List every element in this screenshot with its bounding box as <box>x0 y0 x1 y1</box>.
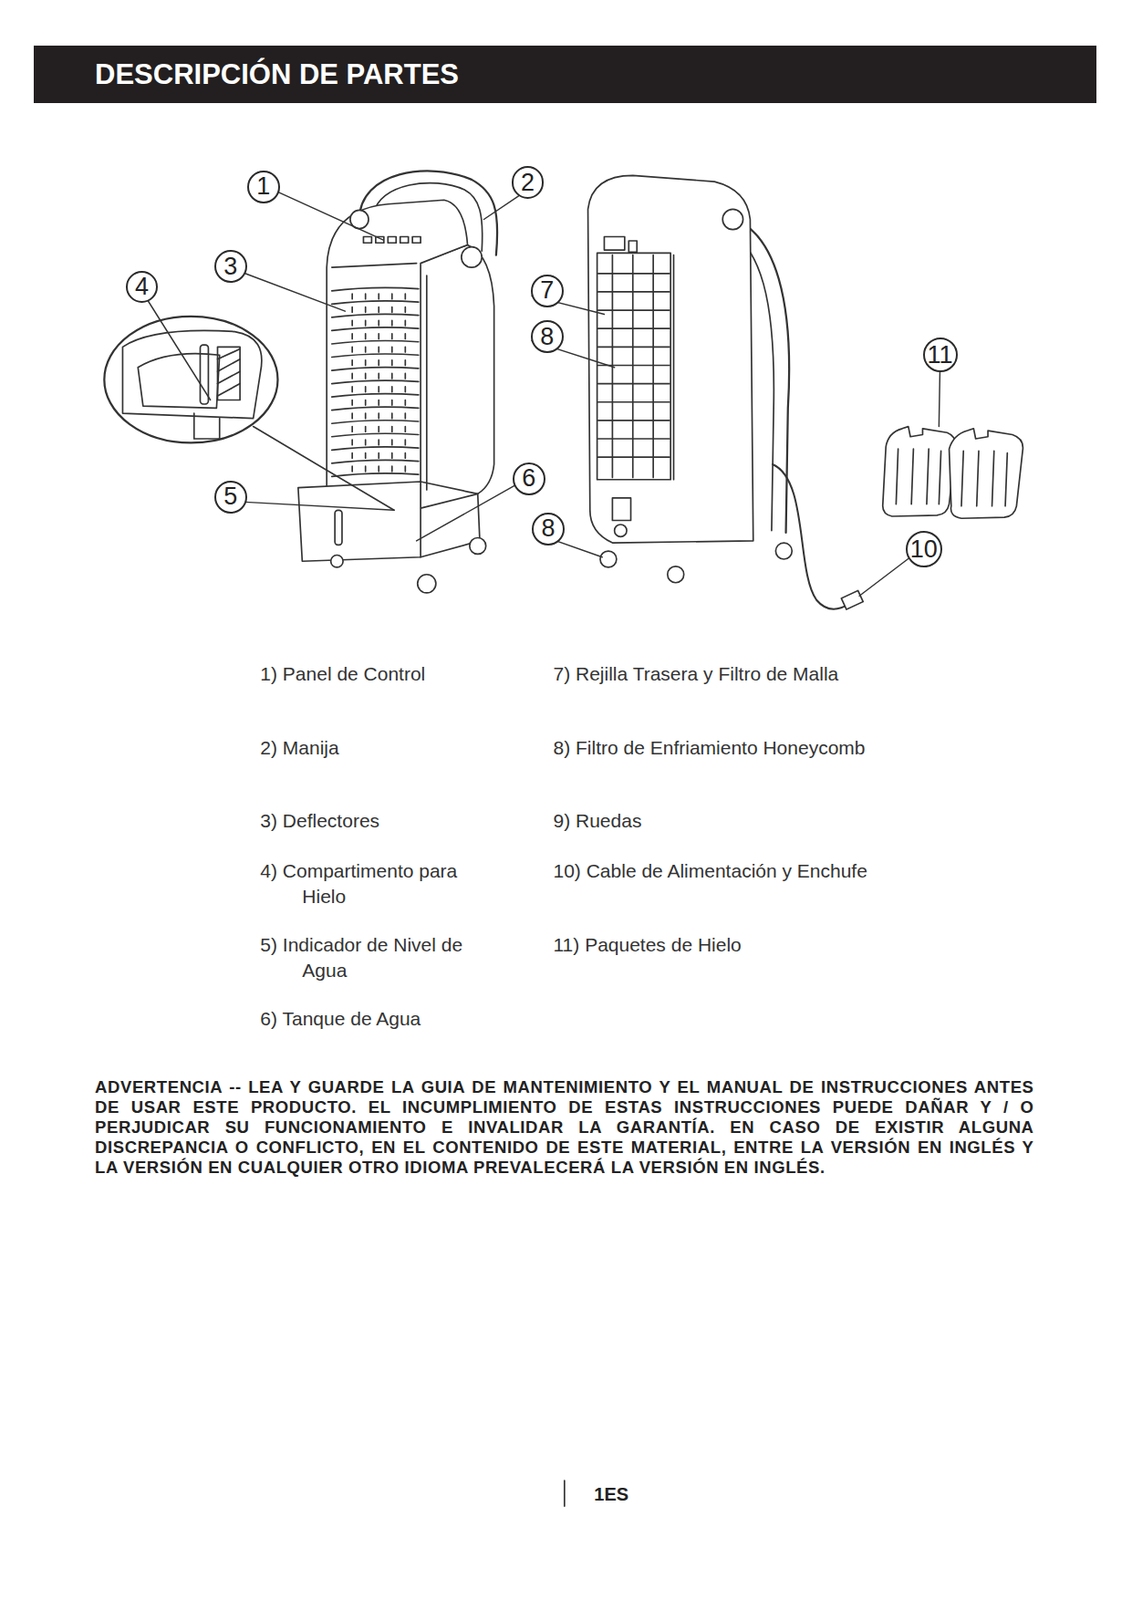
front-unit-shape <box>352 293 406 478</box>
back-unit-shape <box>600 550 617 568</box>
back-unit-shape <box>603 237 624 251</box>
callout-number: 7 <box>540 278 554 303</box>
leader-lines-shape <box>859 557 911 597</box>
front-unit-shape <box>298 481 421 561</box>
ice-compartment-inset <box>103 316 395 511</box>
warning-note: ADVERTENCIA -- LEA Y GUARDE LA GUIA DE M… <box>94 1077 1035 1178</box>
ice-packs-shape <box>895 448 941 504</box>
ice-compartment-inset-shape <box>122 330 261 418</box>
callout-circle: 8 <box>530 320 564 354</box>
ice-compartment-inset-shape <box>103 316 278 444</box>
part-list-item: 7) Rejilla Trasera y Filtro de Malla <box>553 661 870 687</box>
callout-circle: 6 <box>512 462 546 496</box>
callout-number: 3 <box>223 254 238 280</box>
callout-number: 8 <box>540 516 555 541</box>
title-bar: DESCRIPCIÓN DE PARTES <box>33 45 1097 104</box>
leader-lines-shape <box>277 191 383 240</box>
callout-number: 11 <box>927 342 954 368</box>
ice-packs-shape <box>882 426 956 517</box>
back-unit <box>588 175 864 610</box>
leader-lines-shape <box>245 501 395 510</box>
front-unit-shape <box>387 237 396 244</box>
callout-number: 5 <box>223 484 238 509</box>
front-unit-shape <box>425 275 428 490</box>
callout-number: 4 <box>135 274 149 300</box>
part-list-item: 11) Paquetes de Hielo <box>553 932 870 958</box>
ice-compartment-inset-shape <box>253 426 395 511</box>
part-list-item: 4) Compartimento para Hielo <box>259 858 503 910</box>
page-number: 1ES <box>593 1484 629 1506</box>
callout-number: 10 <box>910 537 938 562</box>
back-unit-shape <box>612 498 631 521</box>
back-unit-shape <box>612 255 654 478</box>
callout-number: 8 <box>540 324 554 350</box>
back-unit-shape <box>722 208 743 229</box>
part-list-item: 9) Ruedas <box>553 808 870 834</box>
illustration-shape <box>103 170 1023 1506</box>
ice-packs <box>882 426 1024 520</box>
part-list-item: 10) Cable de Alimentación y Enchufe <box>553 858 870 884</box>
part-list-item: 1) Panel de Control <box>259 661 503 687</box>
title-text: DESCRIPCIÓN DE PARTES <box>33 45 1097 104</box>
back-unit-shape <box>772 464 850 610</box>
back-unit-shape <box>775 542 792 560</box>
callout-number: 1 <box>256 174 271 199</box>
leader-lines-shape <box>416 485 515 541</box>
front-unit-shape <box>469 538 487 555</box>
ice-compartment-inset-shape <box>194 413 220 439</box>
leader-lines-shape <box>245 273 346 312</box>
back-unit-shape <box>588 175 754 543</box>
part-list-item: 3) Deflectores <box>259 808 503 834</box>
callout-circle: 2 <box>511 166 545 199</box>
leader-lines-shape <box>483 196 519 220</box>
back-unit-shape <box>667 566 685 583</box>
callout-circle: 7 <box>530 274 564 308</box>
back-unit-shape <box>597 252 672 479</box>
back-unit-shape <box>628 240 637 252</box>
front-unit-shape <box>461 247 482 268</box>
part-list-item: 6) Tanque de Agua <box>259 1006 503 1032</box>
callout-circle: 10 <box>905 530 943 568</box>
ice-compartment-inset-shape <box>137 353 219 409</box>
front-unit-shape <box>334 509 343 545</box>
front-unit-shape <box>418 244 495 509</box>
front-unit-shape <box>400 237 409 244</box>
callout-circle: 5 <box>214 480 248 514</box>
back-unit-shape <box>673 255 676 480</box>
callout-circle: 8 <box>531 512 565 546</box>
callout-circle: 4 <box>125 270 159 304</box>
callout-circle: 11 <box>923 337 958 373</box>
front-unit <box>298 170 498 592</box>
back-unit-shape <box>841 590 863 610</box>
ice-packs-shape <box>949 428 1024 519</box>
front-unit-shape <box>363 237 372 244</box>
front-unit-shape <box>326 199 468 500</box>
callout-circle: 3 <box>214 249 248 283</box>
part-list-item: 2) Manija <box>259 735 503 761</box>
front-unit-shape <box>417 574 437 593</box>
front-unit-shape <box>331 555 343 568</box>
ice-compartment-inset-shape <box>217 349 240 396</box>
leader-lines-shape <box>147 301 210 401</box>
leader-lines <box>147 191 940 596</box>
front-unit-shape <box>332 287 419 477</box>
callout-number: 6 <box>521 466 536 491</box>
leader-lines-shape <box>938 369 940 427</box>
callout-circle: 1 <box>247 170 281 204</box>
callout-number: 2 <box>520 170 535 196</box>
divider-line <box>563 1480 566 1506</box>
part-list-item: 5) Indicador de Nivel de Agua <box>259 932 503 984</box>
part-list-item: 8) Filtro de Enfriamiento Honeycomb <box>553 735 870 761</box>
ice-packs-shape <box>961 450 1008 506</box>
ice-compartment-inset-shape <box>217 346 240 400</box>
front-unit-shape <box>332 263 417 268</box>
front-unit-shape <box>412 237 421 244</box>
back-unit-shape <box>614 524 627 537</box>
